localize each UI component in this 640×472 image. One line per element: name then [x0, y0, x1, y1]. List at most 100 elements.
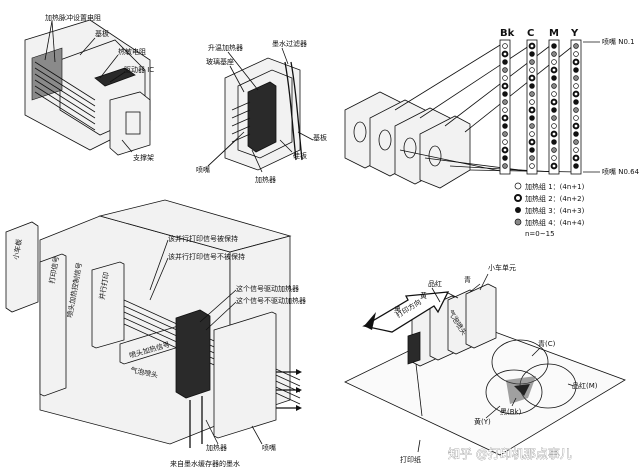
legend-group-2: 加热组 2：(4n+2): [525, 194, 585, 203]
label-black: 黑: [394, 306, 401, 314]
label-yellow-y: 黄(Y): [474, 417, 491, 426]
nozzle-dot: [551, 83, 557, 89]
nozzle-dot: [502, 91, 508, 97]
nozzle-dot: [502, 123, 508, 129]
nozzle-dot: [573, 139, 579, 145]
panel-signal-diagram: 小车板 打印信号 喷头加热控制信号 并行打印 喷头加热信号 气泡喷头 该并行打印…: [5, 199, 306, 468]
col-m: M: [549, 28, 559, 39]
nozzle-columns: [499, 39, 582, 175]
nozzle-dot: [550, 162, 558, 170]
col-c: C: [527, 28, 534, 39]
label-ink-from: 来自墨水缓存器的墨水: [170, 459, 240, 468]
nozzle-dot: [529, 59, 535, 65]
nozzle-dot: [528, 42, 536, 50]
panel-nozzle-groups: Bk C M Y 喷嘴 N0.1 喷嘴 N0.64 加热组 1：(4n+1) 加…: [344, 28, 640, 238]
nozzle-dot: [573, 147, 579, 153]
label-support: 支撑架: [133, 153, 154, 162]
label-magenta-m: 品红(M): [572, 381, 598, 390]
label-paper: 打印纸: [400, 455, 421, 464]
nozzle-dot: [551, 91, 557, 97]
label-nozzle-top: 喷嘴 N0.1: [602, 37, 635, 46]
legend-group-3: 加热组 3：(4n+3): [525, 206, 585, 215]
watermark-text: 知乎 @打印机那点事儿: [448, 447, 572, 461]
cartridge-stack: [344, 91, 471, 189]
nozzle-column: [499, 39, 511, 175]
col-y: Y: [570, 28, 579, 39]
label-yellow: 黄: [420, 291, 427, 300]
label-heater-4: 加热器: [206, 443, 227, 452]
label-driver-ic: 驱动器 IC: [124, 65, 154, 74]
nozzle-dot: [501, 82, 509, 90]
nozzle-dot: [572, 154, 580, 162]
nozzle-dot: [502, 75, 508, 81]
nozzle-dot: [529, 99, 535, 105]
nozzle-dot: [551, 155, 557, 161]
label-magenta: 品红: [428, 279, 442, 288]
nozzle-dot: [573, 163, 579, 169]
nozzle-dot: [573, 115, 579, 121]
nozzle-dot: [573, 75, 579, 81]
nozzle-dot: [551, 147, 557, 153]
label-heat-resistor: 热敏电阻: [118, 47, 146, 56]
head-cartridges: [407, 283, 497, 367]
legend-group-1: 加热组 1：(4n+1): [525, 182, 585, 191]
label-not-drive-heater: 这个信号不驱动加热器: [236, 296, 306, 305]
label-drive-heater: 这个信号驱动加热器: [236, 284, 299, 293]
label-substrate-2: 基板: [313, 133, 327, 142]
label-ink-filter: 墨水过滤器: [272, 39, 307, 48]
label-parallel-kept: 该并行打印信号被保持: [168, 234, 238, 243]
nozzle-dot: [528, 106, 536, 114]
nozzle-dot: [529, 147, 535, 153]
label-cyan: 青: [464, 275, 471, 284]
nozzle-dot: [529, 155, 535, 161]
nozzle-dot: [551, 107, 557, 113]
panel-color-mixing: 小车单元 品红 黄 青 黑 打印方向 气泡喷头 青(C) 品红(M) 黄(Y) …: [344, 263, 626, 464]
nozzle-dot: [573, 99, 579, 105]
nozzle-dot: [529, 131, 535, 137]
nozzle-dot: [551, 75, 557, 81]
nozzle-dot: [529, 83, 535, 89]
nozzle-dot: [502, 99, 508, 105]
label-black-bk: 黑(Bk): [500, 408, 522, 416]
heater-group-legend: 加热组 1：(4n+1) 加热组 2：(4n+2) 加热组 3：(4n+3) 加…: [514, 182, 585, 238]
nozzle-dot: [551, 139, 557, 145]
legend-n-range: n=0~15: [525, 230, 555, 238]
label-cyan-c: 青(C): [538, 339, 556, 348]
nozzle-dot: [528, 138, 536, 146]
nozzle-dot: [550, 66, 558, 74]
nozzle-dot: [550, 130, 558, 138]
label-board: 小车板: [11, 238, 24, 260]
nozzle-dot: [502, 43, 508, 49]
label-temp-heater: 升温加热器: [208, 43, 243, 52]
nozzle-dot: [572, 122, 580, 130]
nozzle-column: [548, 39, 560, 175]
label-substrate: 基板: [95, 29, 109, 38]
nozzle-dot: [529, 123, 535, 129]
nozzle-dot: [573, 43, 579, 49]
nozzle-dot: [551, 123, 557, 129]
label-nozzle-4: 喷嘴: [262, 443, 276, 452]
label-nozzle-2: 喷嘴: [196, 165, 210, 174]
nozzle-dot: [528, 74, 536, 82]
nozzle-column: [570, 39, 582, 175]
label-parallel-not-kept: 该并行打印信号不被保持: [168, 252, 245, 261]
nozzle-dot: [572, 90, 580, 98]
nozzle-dot: [551, 43, 557, 49]
col-bk: Bk: [500, 28, 515, 39]
label-glass: 玻璃基座: [206, 57, 234, 66]
nozzle-dot: [573, 131, 579, 137]
nozzle-dot: [501, 114, 509, 122]
nozzle-dot: [529, 115, 535, 121]
nozzle-dot: [501, 146, 509, 154]
nozzle-dot: [502, 131, 508, 137]
panel-head-section: 升温加热器 墨水过滤器 玻璃基座 基板 硅板 加热器 喷嘴: [196, 39, 327, 184]
nozzle-dot: [502, 107, 508, 113]
nozzle-dot: [502, 59, 508, 65]
nozzle-dot: [502, 67, 508, 73]
legend-group-4: 加热组 4：(4n+4): [525, 218, 585, 227]
nozzle-dot: [573, 51, 579, 57]
nozzle-dot: [551, 115, 557, 121]
nozzle-dot: [572, 58, 580, 66]
nozzle-dot: [551, 59, 557, 65]
